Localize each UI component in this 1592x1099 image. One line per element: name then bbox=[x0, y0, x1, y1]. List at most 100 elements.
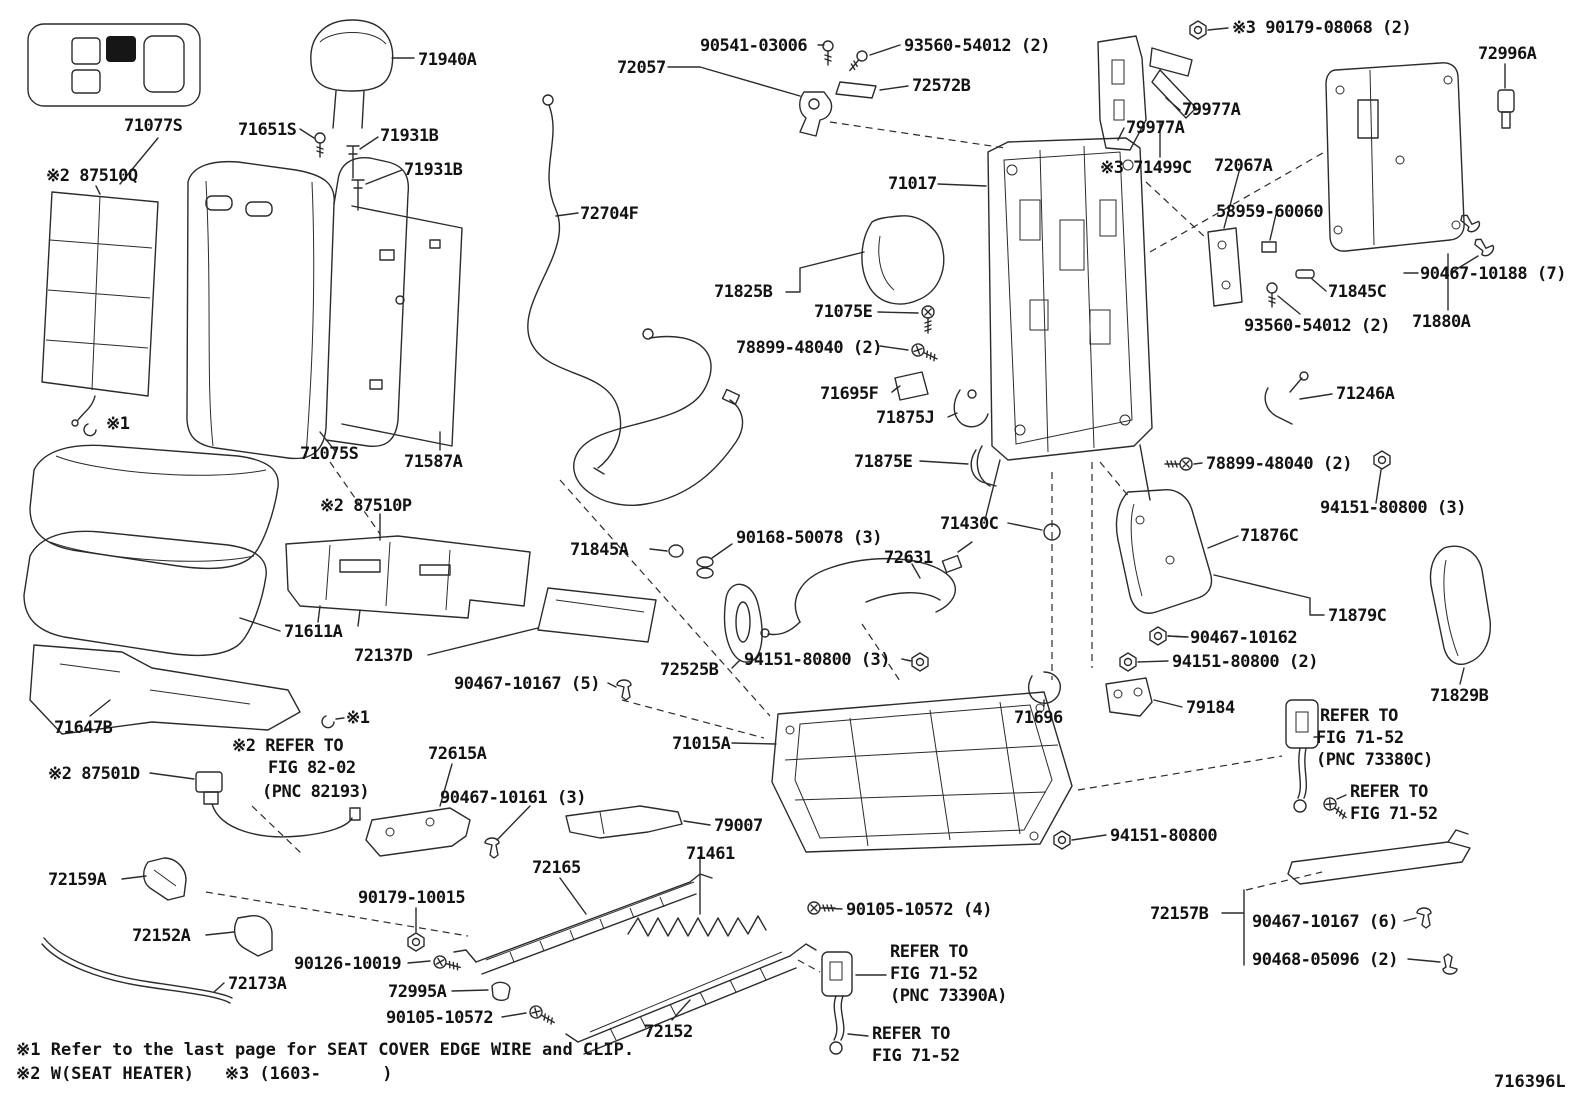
riser-brackets-79977A bbox=[1098, 36, 1196, 157]
side-shield-71829B bbox=[1431, 546, 1491, 684]
part-label: 93560-54012 (2) bbox=[1244, 316, 1391, 336]
hook-71875J bbox=[948, 390, 988, 427]
part-label: 72572B bbox=[912, 76, 971, 96]
bracket-79184 bbox=[1106, 678, 1182, 716]
part-label: 71845A bbox=[570, 540, 629, 560]
part-label: ※2 REFER TO bbox=[232, 736, 344, 756]
cushion-heater-pad bbox=[286, 514, 530, 626]
part-label: 72067A bbox=[1214, 156, 1273, 176]
part-label: 90467-10167 (6) bbox=[1252, 912, 1399, 932]
part-label: FIG 71-52 bbox=[1350, 804, 1438, 824]
part-label: 72995A bbox=[388, 982, 447, 1002]
seatback-heater-pad bbox=[42, 186, 158, 436]
leader-lines bbox=[892, 273, 1418, 661]
seatback-frame-71017 bbox=[938, 138, 1152, 520]
part-label: REFER TO bbox=[872, 1024, 950, 1044]
part-label: 71077S bbox=[124, 116, 183, 136]
part-label: 90168-50078 (3) bbox=[736, 528, 883, 548]
pin-71845C bbox=[1296, 270, 1326, 291]
part-label: 71876C bbox=[1240, 526, 1299, 546]
part-label: 94151-80800 (2) bbox=[1172, 652, 1319, 672]
seatback-board-72996A bbox=[1326, 63, 1514, 310]
dashed-assembly-lines bbox=[206, 122, 1328, 972]
part-label: REFER TO bbox=[1350, 782, 1428, 802]
part-label: (PNC 82193) bbox=[262, 782, 370, 802]
part-label: 72704F bbox=[580, 204, 639, 224]
wire-72173A bbox=[42, 938, 232, 1003]
return-spring-71461 bbox=[628, 856, 766, 936]
part-label: 90105-10572 bbox=[386, 1008, 494, 1028]
part-label: 71829B bbox=[1430, 686, 1489, 706]
track-cover-72157B bbox=[1222, 830, 1470, 965]
bracket-72615A bbox=[366, 764, 470, 856]
part-label: 71611A bbox=[284, 622, 343, 642]
seat-back-illustration bbox=[120, 138, 462, 458]
part-label: 71931B bbox=[380, 126, 439, 146]
heater-harness-87501D bbox=[150, 772, 360, 837]
part-label: FIG 71-52 bbox=[890, 964, 978, 984]
part-label: 71695F bbox=[820, 384, 879, 404]
part-label: 71875E bbox=[854, 452, 913, 472]
lock-cable-72631 bbox=[761, 542, 972, 637]
part-label: 71880A bbox=[1412, 312, 1471, 332]
part-label: ※1 bbox=[346, 708, 370, 728]
belt-buckle-bottom bbox=[822, 952, 886, 1054]
part-label: 93560-54012 (2) bbox=[904, 36, 1051, 56]
part-label: 72631 bbox=[884, 548, 933, 568]
part-label: 72615A bbox=[428, 744, 487, 764]
clamp-72057-group bbox=[668, 45, 908, 136]
part-label: 71075E bbox=[814, 302, 873, 322]
part-label: REFER TO bbox=[890, 942, 968, 962]
bracket-72152A bbox=[206, 916, 272, 956]
part-label: 71647B bbox=[54, 718, 113, 738]
part-label: (PNC 73380C) bbox=[1316, 750, 1433, 770]
part-label: FIG 71-52 bbox=[1316, 728, 1404, 748]
bracket-72159A bbox=[122, 858, 186, 900]
part-label: 71461 bbox=[686, 844, 735, 864]
part-label: 90467-10188 (7) bbox=[1420, 264, 1567, 284]
part-label: 71696 bbox=[1014, 708, 1063, 728]
part-label: ※2 87501D bbox=[48, 764, 140, 784]
seat-cushion-illustration bbox=[24, 445, 280, 655]
bracket-71246A bbox=[1265, 372, 1332, 424]
seat-cover-edge bbox=[30, 645, 344, 734]
footnote-1: ※1 Refer to the last page for SEAT COVER… bbox=[16, 1040, 635, 1060]
part-label: 94151-80800 (3) bbox=[744, 650, 891, 670]
part-label: REFER TO bbox=[1320, 706, 1398, 726]
part-label: 71075S bbox=[300, 444, 359, 464]
part-label: 78899-48040 (2) bbox=[1206, 454, 1353, 474]
belt-buckle-right bbox=[1286, 700, 1320, 812]
part-label: 58959-60060 bbox=[1216, 202, 1324, 222]
part-label: 71017 bbox=[888, 174, 937, 194]
part-label: 71825B bbox=[714, 282, 773, 302]
part-label: 78899-48040 (2) bbox=[736, 338, 883, 358]
clamp-71696 bbox=[1029, 672, 1061, 706]
part-label: 90541-03006 bbox=[700, 36, 808, 56]
part-label: 72137D bbox=[354, 646, 413, 666]
release-cable-72704G bbox=[574, 329, 743, 505]
part-label: 71940A bbox=[418, 50, 477, 70]
hinge-cover-72525B bbox=[725, 584, 763, 668]
part-label: 79977A bbox=[1182, 100, 1241, 120]
part-label: 90179-10015 bbox=[358, 888, 466, 908]
part-label: FIG 82-02 bbox=[268, 758, 356, 778]
bushing-90168 bbox=[697, 544, 732, 578]
side-frame-71825B bbox=[786, 216, 944, 334]
part-label: 71430C bbox=[940, 514, 999, 534]
part-label: 71246A bbox=[1336, 384, 1395, 404]
part-label: 72165 bbox=[532, 858, 581, 878]
part-label: 71875J bbox=[876, 408, 935, 428]
part-label: FIG 71-52 bbox=[872, 1046, 960, 1066]
part-label: 71879C bbox=[1328, 606, 1387, 626]
part-label: ※3 71499C bbox=[1100, 158, 1192, 178]
part-label: 72525B bbox=[660, 660, 719, 680]
hinge-plate-72067A bbox=[1208, 168, 1276, 306]
part-label: 71931B bbox=[404, 160, 463, 180]
page-code: 716396L bbox=[1494, 1072, 1566, 1092]
part-label: 90126-10019 bbox=[294, 954, 402, 974]
part-label: 79184 bbox=[1186, 698, 1235, 718]
bracket-79007 bbox=[566, 806, 710, 838]
part-label: 72173A bbox=[228, 974, 287, 994]
